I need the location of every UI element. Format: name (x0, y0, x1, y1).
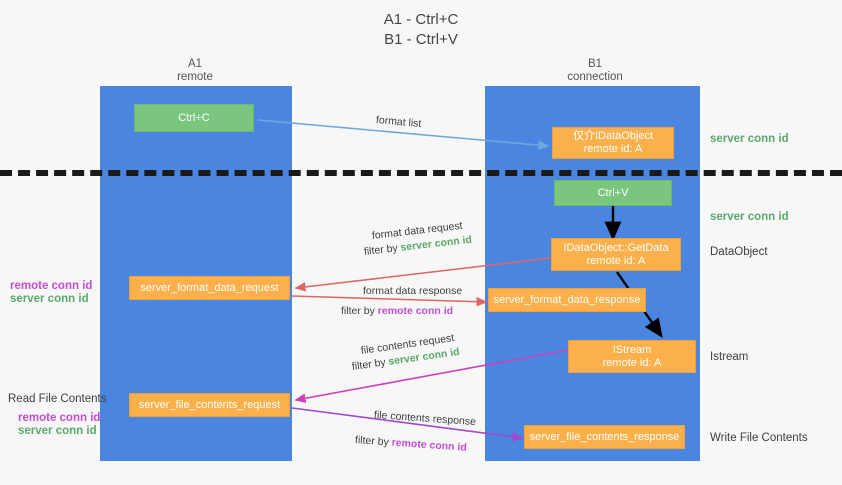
phase-separator (0, 170, 842, 176)
node-istream-line1: IStream (612, 343, 652, 356)
node-ctrl-v[interactable]: Ctrl+V (554, 180, 672, 206)
right-label-write-file-contents: Write File Contents (710, 432, 808, 444)
lane-a1-sub: remote (177, 71, 213, 83)
node-ctrl-c-label: Ctrl+C (178, 111, 210, 124)
arrow-format-data-request (294, 257, 552, 292)
lane-header-a1: A1 remote (110, 58, 280, 84)
arrow-format-list (257, 119, 550, 150)
file-contents-response-filter-prefix: filter by (354, 434, 393, 449)
node-server-file-contents-response[interactable]: server_file_contents_response (524, 425, 685, 449)
lane-b1-sub: connection (567, 71, 623, 83)
arrow-file-contents-request (294, 349, 569, 403)
right-label-server-conn-id-1: server conn id (710, 133, 789, 145)
node-istream[interactable]: IStream remote id: A (568, 340, 696, 373)
node-server-file-contents-request-label: server_file_contents_request (138, 398, 281, 411)
title-line-2: B1 - Ctrl+V (384, 31, 458, 48)
arrow-file-contents-response (291, 407, 524, 442)
right-label-istream: Istream (710, 351, 749, 363)
left-label-remote-conn-id-1: remote conn id (10, 280, 93, 292)
diagram-title: A1 - Ctrl+C B1 - Ctrl+V (0, 10, 842, 50)
node-server-format-data-response-label: server_format_data_response (493, 293, 641, 306)
right-label-server-conn-id-2: server conn id (710, 211, 789, 223)
left-label-server-conn-id-1: server conn id (10, 293, 89, 305)
node-istream-line2: remote id: A (602, 356, 662, 369)
lane-header-b1: B1 connection (510, 58, 680, 84)
node-idataobject-line2: remote id: A (583, 143, 643, 155)
edge-label-format-data-response-filter: filter by remote conn id (341, 304, 453, 318)
node-getdata-line1: IDataObject::GetData (563, 241, 669, 254)
left-label-server-conn-id-2: server conn id (18, 425, 97, 437)
arrow-format-data-response (291, 295, 488, 307)
title-line-1: A1 - Ctrl+C (383, 11, 459, 28)
node-ctrl-v-label: Ctrl+V (597, 186, 629, 199)
format-data-response-filter-value: remote conn id (377, 305, 454, 317)
node-ctrl-c[interactable]: Ctrl+C (134, 104, 254, 132)
format-data-response-filter-prefix: filter by (341, 305, 378, 317)
node-server-format-data-response[interactable]: server_format_data_response (488, 288, 646, 312)
node-getdata-line2: remote id: A (586, 254, 646, 267)
left-label-remote-conn-id-2: remote conn id (18, 412, 101, 424)
node-getdata[interactable]: IDataObject::GetData remote id: A (551, 238, 681, 271)
node-server-file-contents-response-label: server_file_contents_response (529, 430, 680, 443)
node-server-format-data-request-label: server_format_data_request (140, 281, 279, 294)
lane-a1-name: A1 (187, 58, 203, 70)
right-label-dataobject: DataObject (710, 246, 768, 258)
node-idataobject[interactable]: 仅介IDataObject remote id: A (552, 127, 674, 159)
edge-label-format-data-response: format data response (363, 285, 463, 297)
lane-b1-name: B1 (587, 58, 603, 70)
node-server-format-data-request[interactable]: server_format_data_request (129, 276, 290, 300)
left-label-read-file-contents: Read File Contents (8, 393, 107, 405)
node-idataobject-line1: 仅介IDataObject (572, 130, 654, 142)
node-server-file-contents-request[interactable]: server_file_contents_request (129, 393, 290, 417)
